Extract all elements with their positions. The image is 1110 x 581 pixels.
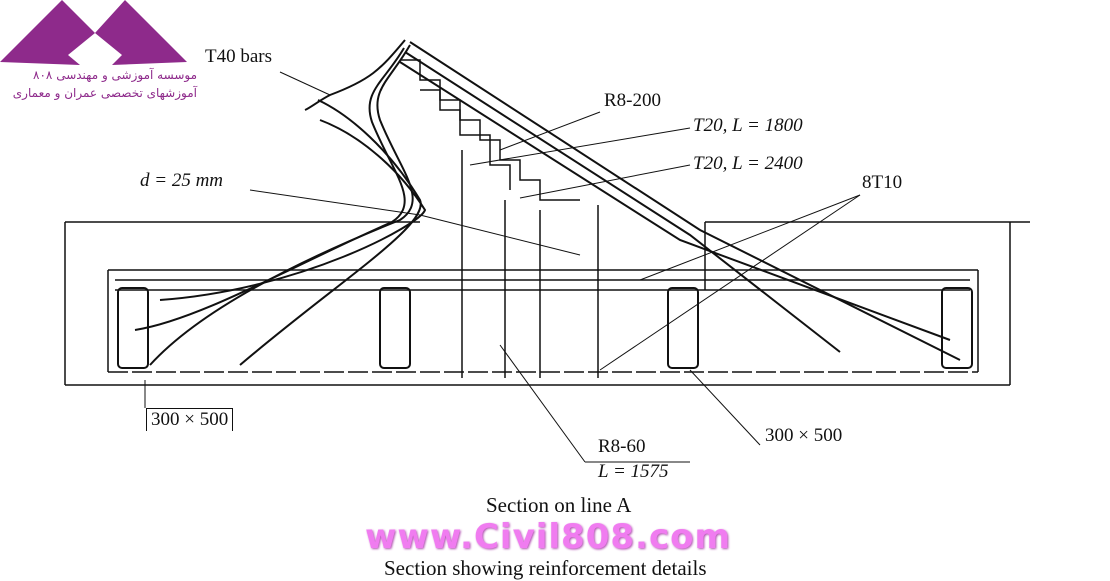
label-beam-left: 300 × 500 — [146, 408, 234, 431]
label-l-1575: L = 1575 — [598, 461, 669, 482]
beam-stirrups — [117, 287, 973, 369]
label-d: d = 25 mm — [140, 170, 224, 191]
slab-outline — [64, 221, 1030, 386]
label-bars: T40 bars — [205, 46, 273, 67]
logo-line-1: موسسه آموزشی و مهندسی ۸۰۸ — [33, 68, 197, 82]
label-r8-60: R8-60 — [598, 436, 646, 457]
leader-lines — [144, 71, 1011, 463]
label-8t10: 8T10 — [862, 172, 903, 193]
column-bars — [134, 39, 961, 366]
label-r8-200: R8-200 — [604, 90, 661, 111]
logo-line-2: آموزشهای تخصصی عمران و معماری — [12, 86, 197, 100]
section-title: Section on line A — [486, 493, 632, 517]
label-t20-1800: T20, L = 1800 — [693, 115, 803, 136]
label-t20-2400: T20, L = 2400 — [693, 153, 803, 174]
step-links — [400, 59, 706, 378]
caption: Section showing reinforcement details — [384, 556, 707, 580]
label-beam-right: 300 × 500 — [765, 425, 843, 446]
logo-mark — [0, 0, 187, 65]
watermark: www.Civil808.com — [365, 517, 731, 557]
